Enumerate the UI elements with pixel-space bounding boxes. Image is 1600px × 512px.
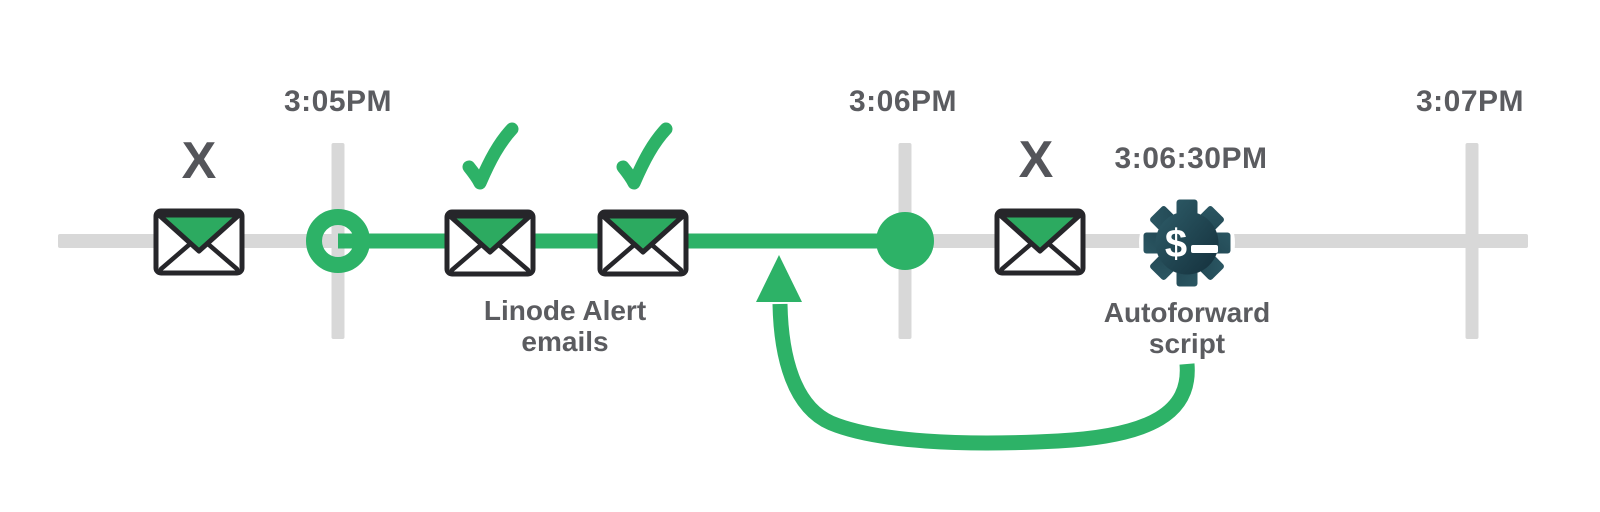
envelope-icon-missed-1 [156,211,242,273]
check-icon-1 [469,129,512,183]
timeline-end-dot [876,212,934,270]
tick-307pm [1465,143,1479,339]
autoforward-arrow [756,255,1195,451]
gear-icon: $ [1139,195,1235,291]
tick-label-305pm: 3:05PM [283,85,393,118]
envelope-icon-delivered-2 [600,212,686,274]
emails-caption-line2: emails [521,326,609,357]
script-caption: Autoforward script [1104,297,1270,359]
timeline-start-ring [306,209,370,273]
x-icon-1: X [181,132,217,190]
x-icon-2: X [1018,131,1054,189]
emails-caption: Linode Alert emails [484,295,646,357]
script-caption-line1: Autoforward [1103,297,1271,328]
script-time-label: 3:06:30PM [1114,142,1268,175]
underscore-dash [1191,245,1218,253]
dollar-prompt-glyph: $ [1165,222,1187,266]
arrow-curve [772,303,1195,451]
tick-label-306pm: 3:06PM [848,85,958,118]
arrow-up-icon [756,255,802,302]
emails-caption-line1: Linode Alert [483,295,647,326]
tick-label-307pm: 3:07PM [1415,85,1525,118]
envelope-icon-missed-2 [997,211,1083,273]
script-caption-line2: script [1148,328,1226,359]
envelope-icon-delivered-1 [447,212,533,274]
check-icon-2 [623,129,666,183]
